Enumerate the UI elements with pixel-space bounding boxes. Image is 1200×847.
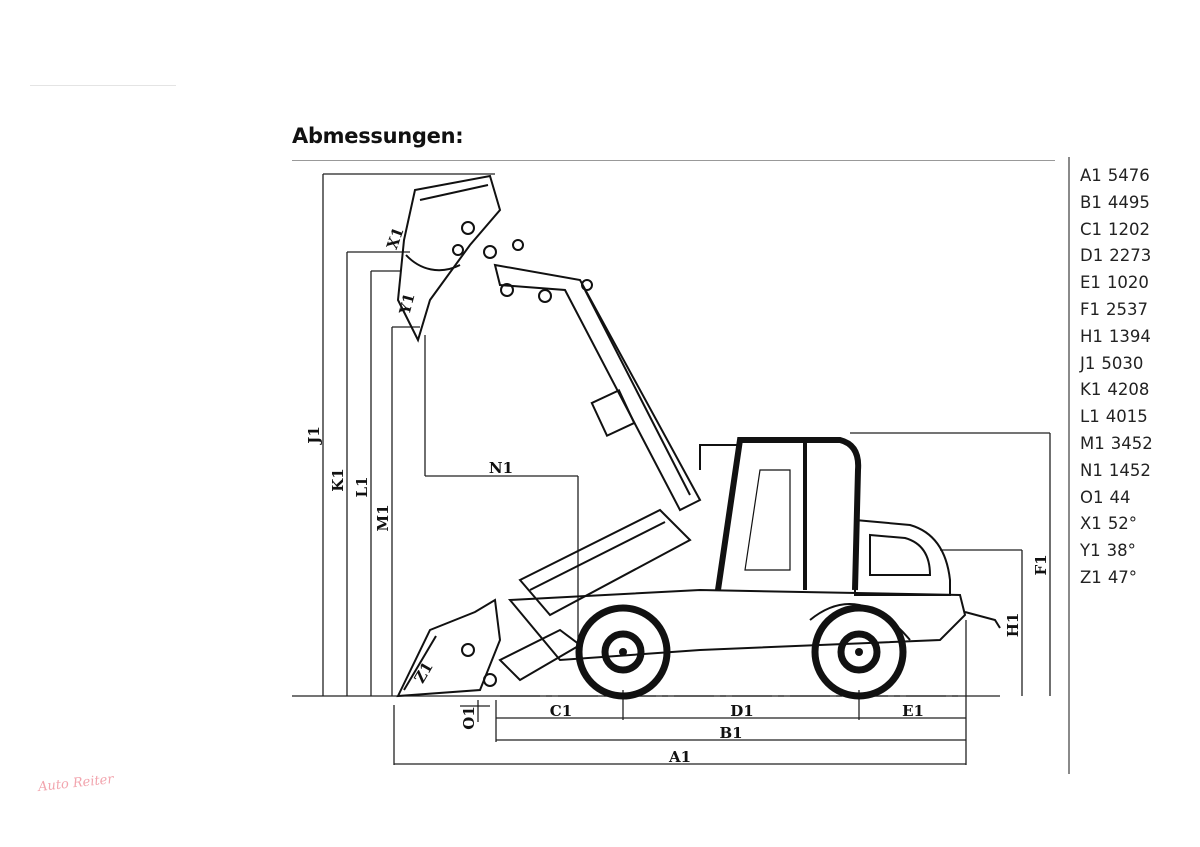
svg-text:E1: E1: [902, 702, 924, 720]
front-wheel: [575, 604, 671, 700]
svg-text:D1: D1: [730, 702, 753, 720]
svg-text:O1: O1: [460, 706, 478, 730]
wheels: [575, 603, 911, 700]
svg-text:F1: F1: [1032, 554, 1050, 575]
svg-text:Y1: Y1: [395, 291, 418, 317]
svg-text:H1: H1: [1004, 613, 1022, 638]
svg-text:K1: K1: [329, 468, 347, 491]
svg-text:N1: N1: [489, 459, 513, 477]
spec-divider: [1068, 157, 1070, 774]
svg-text:M1: M1: [374, 504, 392, 531]
title-divider: [292, 160, 1055, 161]
svg-text:B1: B1: [719, 724, 742, 742]
loader-outline: [396, 174, 1001, 698]
page-title: Abmessungen:: [292, 124, 464, 148]
dimension-labels: A1 B1 C1 D1 E1 N1 J1 K1 L1 M1 O1 F1 H1 X…: [305, 225, 1050, 766]
svg-text:L1: L1: [353, 477, 371, 498]
decorative-rule: [30, 85, 176, 86]
dimension-lines: [292, 173, 1051, 765]
svg-text:C1: C1: [550, 702, 572, 720]
rear-wheel: [811, 604, 907, 700]
svg-text:J1: J1: [305, 426, 323, 446]
svg-text:A1: A1: [668, 748, 691, 766]
